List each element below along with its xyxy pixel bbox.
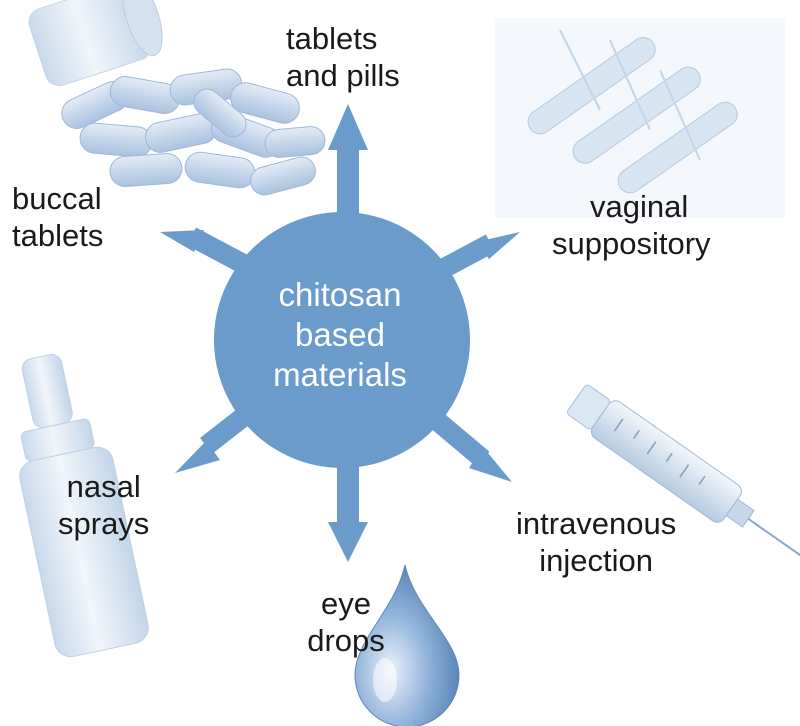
label-line: and pills bbox=[286, 58, 400, 93]
nasal-spray-bottle-icon bbox=[19, 354, 149, 658]
arrow-to-intravenous-injection bbox=[430, 413, 512, 482]
label-line: tablets bbox=[12, 218, 104, 253]
label-nasal-sprays: nasal sprays bbox=[58, 468, 149, 542]
center-circle bbox=[214, 212, 470, 468]
label-line: suppository bbox=[552, 226, 711, 261]
label-line: nasal bbox=[66, 469, 141, 504]
syringe-icon bbox=[567, 384, 800, 583]
label-buccal-tablets: buccal tablets bbox=[12, 180, 103, 254]
label-line: buccal bbox=[12, 181, 102, 216]
center-label: chitosan based materials bbox=[215, 275, 465, 395]
label-line: sprays bbox=[58, 506, 150, 541]
arrow-to-buccal-tablets bbox=[160, 227, 248, 273]
suppository-icon bbox=[495, 18, 785, 218]
label-line: vaginal bbox=[590, 189, 689, 224]
label-intravenous-injection: intravenous injection bbox=[516, 505, 676, 579]
label-line: drops bbox=[307, 623, 385, 658]
label-line: eye bbox=[321, 586, 371, 621]
label-vaginal-suppository: vaginal suppository bbox=[552, 188, 711, 262]
label-line: tablets bbox=[286, 21, 378, 56]
label-line: injection bbox=[539, 543, 654, 578]
water-drop-icon bbox=[354, 564, 460, 726]
label-eye-drops: eye drops bbox=[305, 585, 387, 659]
center-label-line: materials bbox=[273, 356, 407, 393]
pills-icon bbox=[28, 0, 326, 196]
label-line: intravenous bbox=[516, 506, 677, 541]
arrow-to-eye-drops bbox=[328, 465, 368, 562]
center-label-line: chitosan bbox=[278, 276, 402, 313]
label-tablets-pills: tablets and pills bbox=[286, 20, 400, 94]
arrow-group bbox=[160, 104, 520, 562]
arrow-to-tablets-pills bbox=[328, 104, 368, 230]
arrow-to-vaginal-suppository bbox=[434, 232, 520, 280]
center-label-line: based bbox=[295, 316, 385, 353]
